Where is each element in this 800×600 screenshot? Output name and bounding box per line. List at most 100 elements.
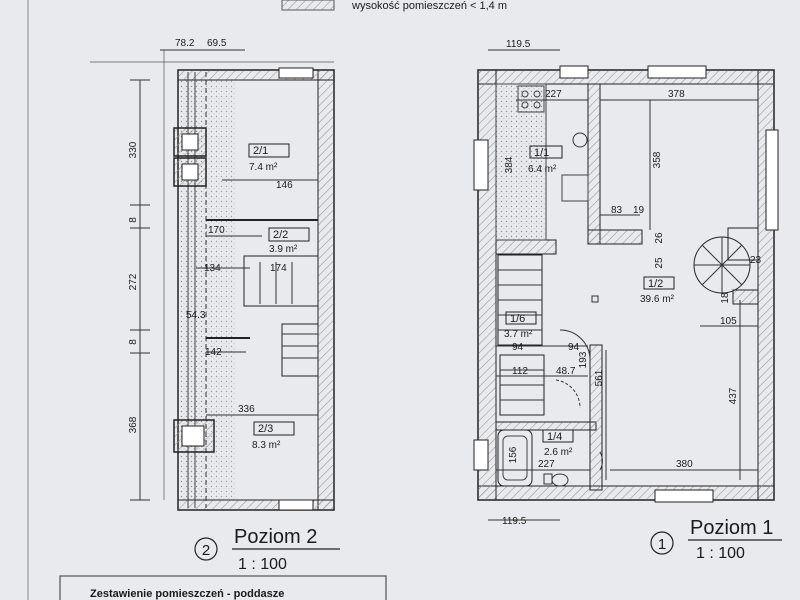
room-id-box xyxy=(542,429,574,443)
dim-text: 384 xyxy=(504,156,515,173)
dim-text: 156 xyxy=(508,446,519,463)
level1-plan: 119.5 119.5 227 378 384 358 83 19 26 25 … xyxy=(473,39,779,527)
dim-text: 378 xyxy=(668,89,685,100)
spiral-step xyxy=(701,244,743,286)
room-id: 1/1 xyxy=(534,147,549,159)
room-area: 8.3 m² xyxy=(252,440,281,451)
dim-text: 23 xyxy=(750,255,762,266)
footer-table-frame xyxy=(59,575,387,600)
room-area: 3.7 m² xyxy=(504,329,533,340)
level2-right-wall xyxy=(317,69,335,511)
room-area: 2.6 m² xyxy=(544,447,573,458)
room-id: 2/3 xyxy=(258,423,273,435)
dim-text: 8 xyxy=(128,339,139,345)
dim-text: 78.2 xyxy=(175,38,195,49)
legend-hatch-swatch xyxy=(281,0,335,11)
burner xyxy=(521,101,529,109)
dim-text: 227 xyxy=(538,459,555,470)
legend-text: wysokość pomieszczeń < 1,4 m xyxy=(351,0,507,12)
dim-text: 94 xyxy=(512,342,524,353)
burner xyxy=(533,90,541,98)
dim-text: 19 xyxy=(633,205,645,216)
level2-stair-opening xyxy=(243,255,319,307)
room-id: 2/2 xyxy=(273,229,288,241)
level-number-circle xyxy=(650,531,674,555)
legend: wysokość pomieszczeń < 1,4 m xyxy=(281,0,507,12)
dim-text: 119.5 xyxy=(506,39,531,50)
level1-interior-wall xyxy=(495,421,597,431)
level2-top-wall xyxy=(177,69,335,81)
room-id-box xyxy=(505,311,537,325)
level1-window xyxy=(647,65,707,79)
bathtub-inner xyxy=(502,435,528,481)
dim-text: 437 xyxy=(728,387,739,404)
kitchen-stove xyxy=(517,85,545,113)
room-area: 3.9 m² xyxy=(269,244,298,255)
toilet xyxy=(551,473,569,487)
level2-chimney xyxy=(181,163,199,181)
room-id: 1/6 xyxy=(510,313,525,325)
dim-text: 380 xyxy=(676,459,693,470)
washbasin xyxy=(543,473,553,485)
level1-interior-wall xyxy=(732,289,759,305)
room-id-box xyxy=(268,227,310,242)
level-number-circle xyxy=(194,537,218,561)
dim-text: 119.5 xyxy=(502,516,527,527)
room-id-box xyxy=(248,143,290,158)
bathtub xyxy=(497,429,533,487)
level1-interior-wall xyxy=(587,229,643,245)
level1-left-wall xyxy=(477,69,497,501)
level-scale: 1 : 100 xyxy=(238,556,287,573)
dim-text: 48.7 xyxy=(556,366,576,377)
dim-text: 170 xyxy=(208,225,225,236)
room-area: 39.6 m² xyxy=(640,294,675,305)
dim-text: 83 xyxy=(611,205,623,216)
level1-interior-wall xyxy=(589,344,603,491)
level-number: 2 xyxy=(202,542,210,559)
dim-text: 561 xyxy=(594,369,605,386)
level2-chimney xyxy=(181,133,199,151)
column-marker xyxy=(591,295,599,303)
dim-text: 142 xyxy=(205,347,222,358)
level-number: 1 xyxy=(658,536,666,553)
dim-text: 25 xyxy=(654,257,665,269)
level2-window xyxy=(278,67,314,79)
burner xyxy=(533,101,541,109)
level-title: Poziom 2 xyxy=(234,526,317,548)
dim-text: 368 xyxy=(128,416,139,433)
dim-text: 8 xyxy=(128,217,139,223)
level1-window xyxy=(473,439,489,471)
dim-text: 146 xyxy=(276,180,293,191)
fridge xyxy=(561,174,589,202)
dim-text: 18 xyxy=(720,292,731,304)
room-id-box xyxy=(253,421,295,436)
level2-window xyxy=(278,499,314,511)
dim-text: 69.5 xyxy=(207,38,227,49)
level-title: Poziom 1 xyxy=(690,517,773,539)
burner xyxy=(521,90,529,98)
room-id-box xyxy=(643,276,675,290)
level1-title-block: 1 Poziom 1 1 : 100 xyxy=(650,517,782,562)
dim-text: 330 xyxy=(128,141,139,158)
level1-top-wall xyxy=(477,69,775,85)
stair-landing xyxy=(727,227,759,261)
door-swing xyxy=(555,379,581,409)
door-swing xyxy=(599,451,603,471)
footer-table-title: Zestawienie pomieszczeń - poddasze xyxy=(90,588,284,600)
level1-window xyxy=(654,489,714,503)
dim-text: 54.3 xyxy=(186,310,206,321)
dim-text: 112 xyxy=(512,366,528,377)
dim-text: 193 xyxy=(578,351,589,368)
kitchen-counter xyxy=(495,83,547,241)
dim-text: 174 xyxy=(270,263,287,274)
level2-plan: 78.2 69.5 330 8 272 8 368 146 170 134 17… xyxy=(90,38,335,511)
room-area: 6.4 m² xyxy=(528,164,557,175)
fixture-circle xyxy=(572,132,588,148)
room-id: 1/4 xyxy=(547,431,562,443)
dim-text: 134 xyxy=(204,263,221,274)
level1-interior-wall xyxy=(587,83,601,245)
dim-text: 94 xyxy=(568,342,580,353)
dim-text: 227 xyxy=(545,89,562,100)
dim-text: 105 xyxy=(720,316,737,327)
